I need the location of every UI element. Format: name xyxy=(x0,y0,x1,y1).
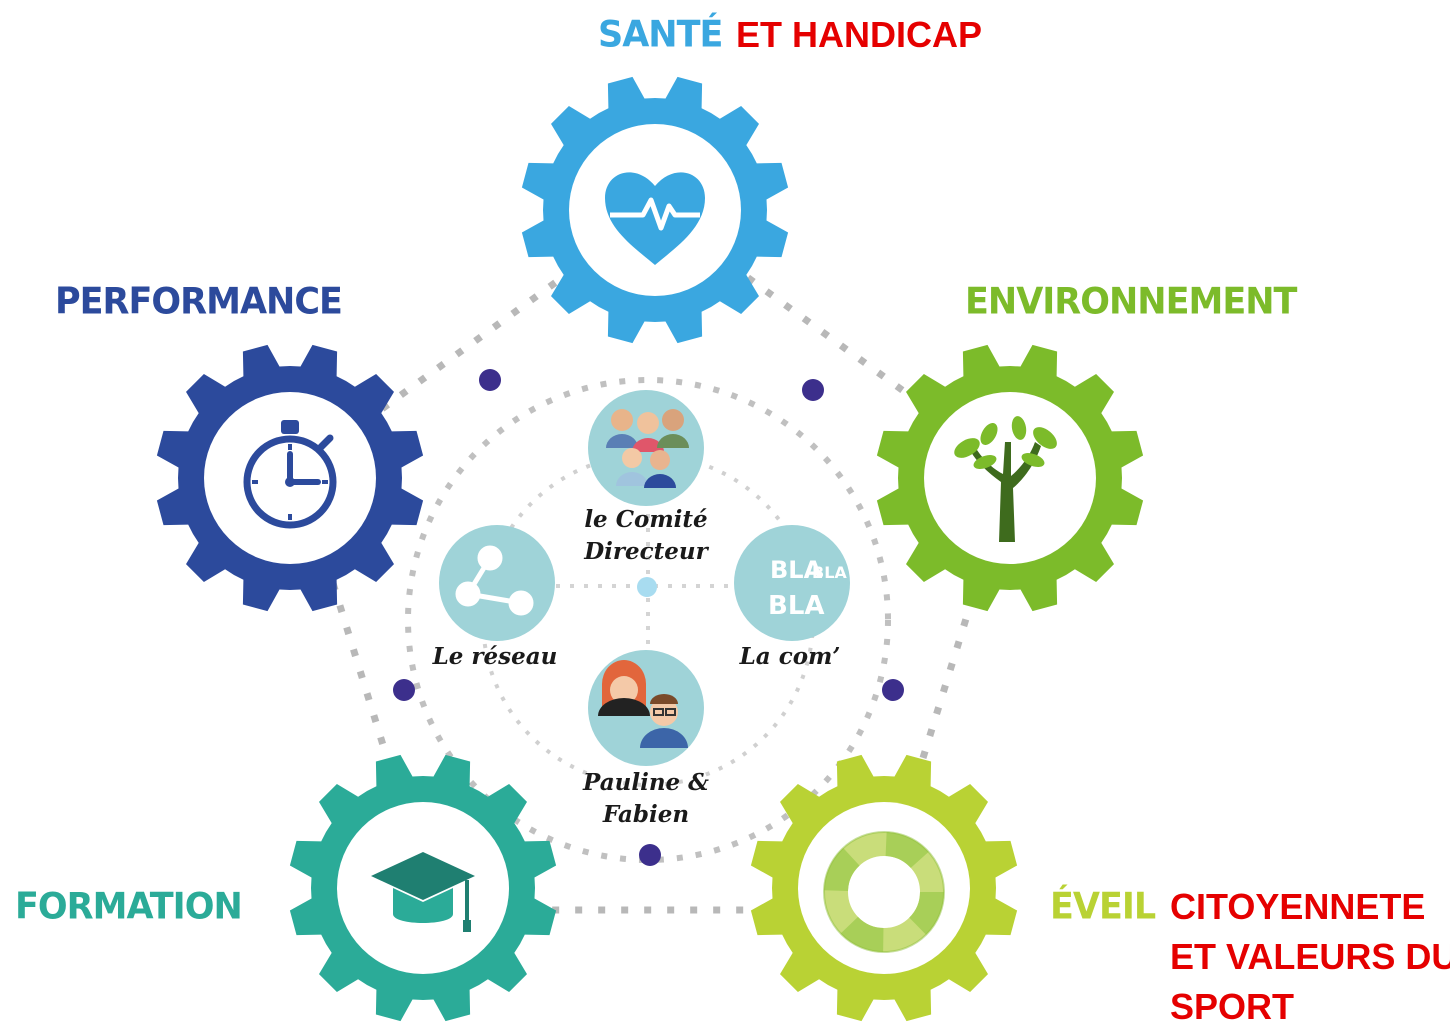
annotation-eveil-line3: SPORT xyxy=(1170,986,1295,1024)
heart-pulse-icon xyxy=(605,172,705,265)
hub-pauline xyxy=(588,650,704,766)
lifebuoy-icon xyxy=(823,831,945,953)
bla-large-text: BLA xyxy=(768,591,825,621)
category-title-formation: FORMATION xyxy=(15,886,243,928)
node-dot xyxy=(479,369,501,391)
two-people-icon xyxy=(598,660,688,748)
tree-icon xyxy=(954,416,1057,542)
hub-comite xyxy=(588,390,704,506)
annotation-eveil-line1: CITOYENNETE xyxy=(1170,886,1426,927)
hub-caption-reseau-line1: Le réseau xyxy=(432,643,558,670)
bla-bla-icon: BLA xyxy=(770,556,823,584)
category-title-sante: SANTÉ xyxy=(598,14,723,56)
hub-caption-pauline-line2: Fabien xyxy=(602,801,690,828)
bla-small-text: BLA xyxy=(812,563,847,582)
graduation-cap-icon xyxy=(371,852,475,932)
node-dot xyxy=(802,379,824,401)
hub-caption-com-line1: La com’ xyxy=(739,643,841,670)
annotation-sante-suffix: ET HANDICAP xyxy=(736,14,983,55)
hub-caption-pauline: Pauline & Fabien xyxy=(560,767,732,831)
hub-caption-comite-line2: Directeur xyxy=(584,538,708,565)
center-dot xyxy=(637,577,657,597)
category-title-eveil: ÉVEIL xyxy=(1050,886,1156,928)
inner-dotted-lines xyxy=(500,500,795,690)
node-dot xyxy=(639,844,661,866)
connection-nodes xyxy=(393,369,904,866)
middle-dotted-ring xyxy=(405,377,891,863)
hub-caption-pauline-line1: Pauline & xyxy=(583,769,709,796)
category-title-environnement: ENVIRONNEMENT xyxy=(965,281,1297,323)
hub-caption-comite: le Comité Directeur xyxy=(560,504,732,568)
node-dot xyxy=(882,679,904,701)
gear-eveil xyxy=(750,754,1018,1022)
category-title-performance: PERFORMANCE xyxy=(55,281,343,323)
hub-caption-comite-line1: le Comité xyxy=(584,506,708,533)
node-dot xyxy=(393,679,415,701)
annotation-eveil-line2: ET VALEURS DU xyxy=(1170,936,1450,977)
share-network-icon xyxy=(455,545,534,616)
hub-caption-com: La com’ xyxy=(720,641,860,673)
hub-reseau xyxy=(439,525,555,641)
stopwatch-icon xyxy=(243,420,337,529)
hub-com: BLA BLA BLA xyxy=(734,525,850,641)
people-group-icon xyxy=(606,409,689,488)
hub-caption-reseau: Le réseau xyxy=(420,641,570,673)
